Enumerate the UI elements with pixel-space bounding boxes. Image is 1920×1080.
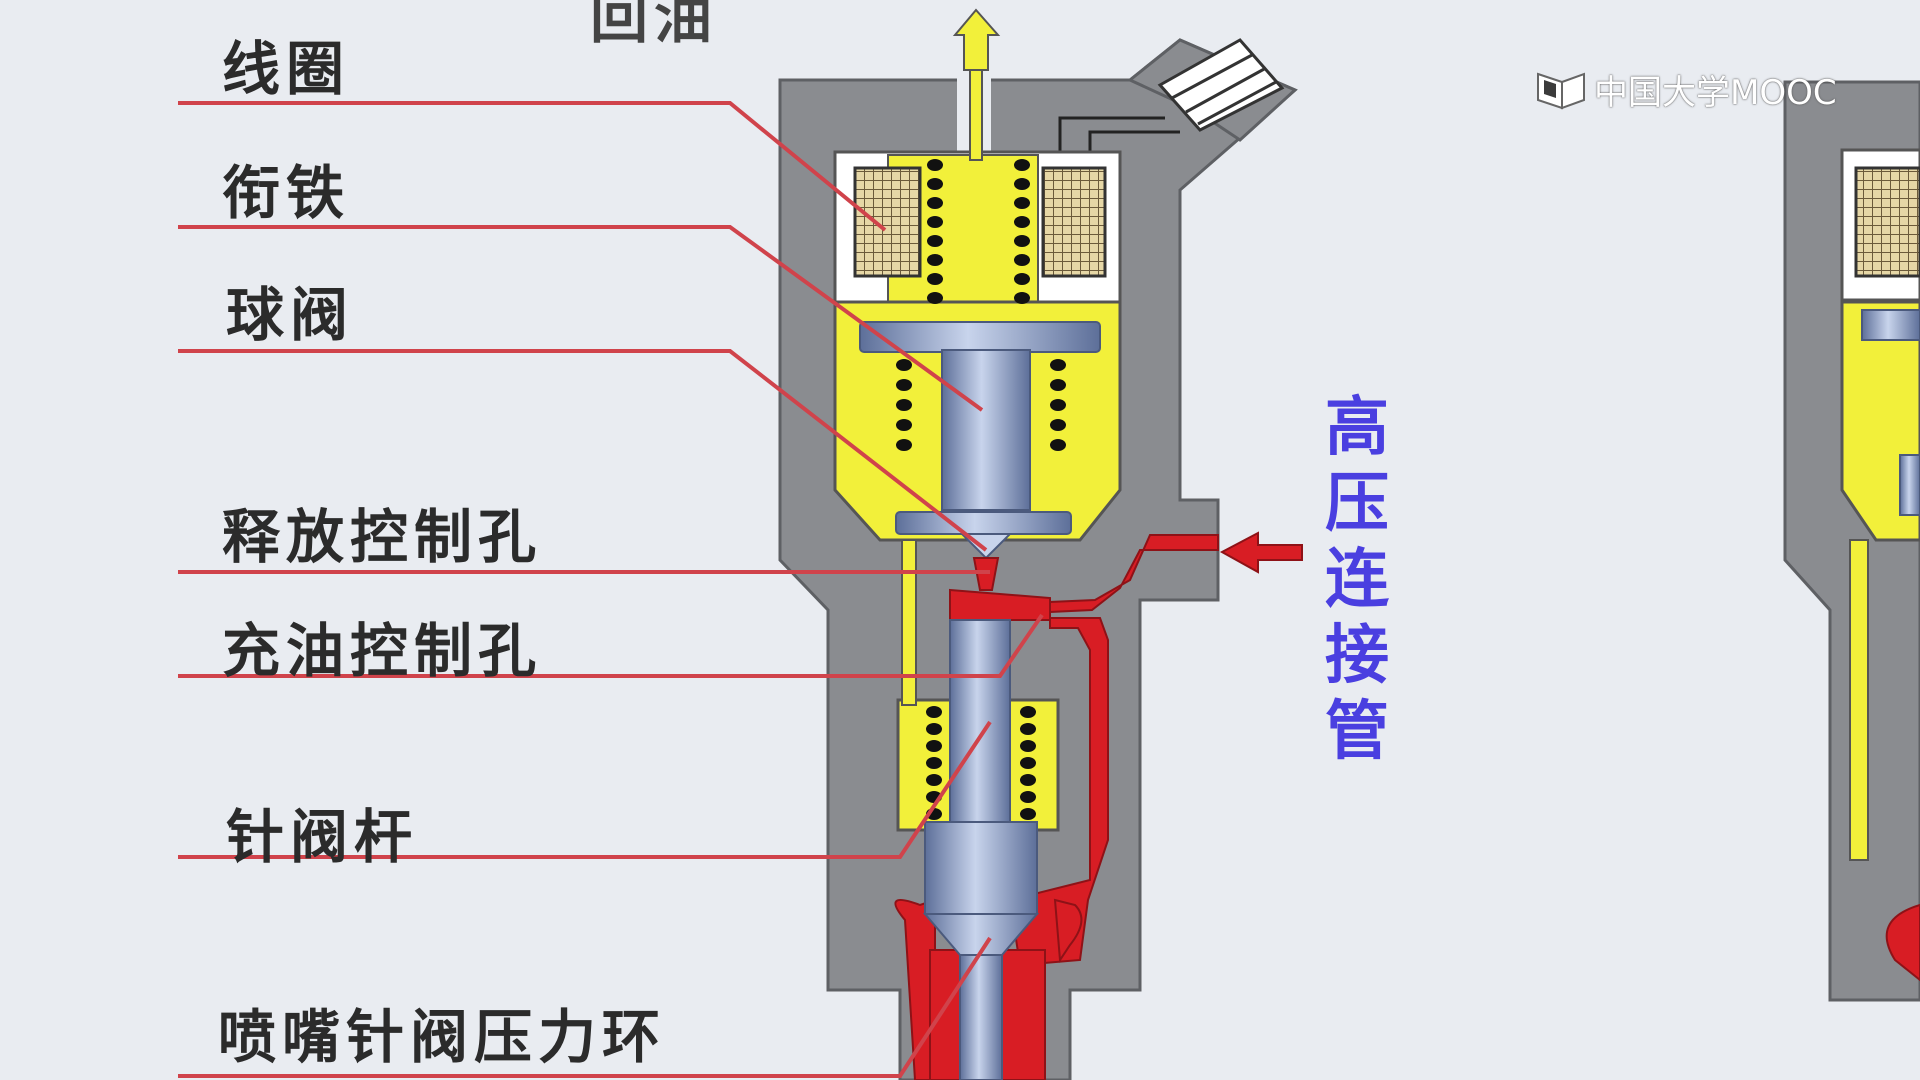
spring-dot: [1020, 723, 1036, 735]
spring-dot: [927, 178, 943, 190]
spring-dot: [926, 740, 942, 752]
leader-line: [178, 101, 887, 232]
label-ball-valve: 球阀: [226, 281, 355, 349]
needle-rod-assembly: [922, 619, 1040, 1080]
label-armature: 衔铁: [222, 159, 351, 227]
spring-dot: [1014, 216, 1030, 228]
spring-dot: [1050, 359, 1066, 371]
side-char: 压: [1325, 467, 1389, 541]
label-fill-orifice: 充油控制孔: [222, 617, 543, 685]
spring-dot: [927, 292, 943, 304]
label-needle-rod: 针阀杆: [226, 803, 419, 871]
spring-dot: [1014, 235, 1030, 247]
watermark-text: 中国大学MOOC: [1594, 72, 1837, 113]
spring-dot: [1020, 808, 1036, 820]
spring-dot: [926, 757, 942, 769]
spring-dot: [1050, 399, 1066, 411]
leader-line: [178, 720, 992, 859]
side-char: 接: [1325, 619, 1389, 693]
leader-line: [178, 225, 984, 412]
mooc-logo-icon: [1537, 72, 1585, 110]
spring-dot: [1014, 254, 1030, 266]
leader-line: [178, 936, 992, 1078]
spring-dot: [927, 235, 943, 247]
spring-dot: [1020, 757, 1036, 769]
spring-dot: [1050, 419, 1066, 431]
spring-dot: [1020, 740, 1036, 752]
second-injector-partial: [1783, 80, 1920, 1002]
high-pressure-pipe-label: 高 压 连 接 管: [1312, 390, 1402, 770]
spring-dot: [1014, 159, 1030, 171]
spring-dot: [1020, 791, 1036, 803]
spring-dot: [926, 706, 942, 718]
spring-dot: [1014, 273, 1030, 285]
spring-dot: [926, 723, 942, 735]
label-nozzle-ring: 喷嘴针阀压力环: [218, 1003, 667, 1071]
label-coil: 线圈: [222, 35, 351, 103]
spring-dot: [927, 197, 943, 209]
spring-dot: [927, 216, 943, 228]
coil-winding: [853, 166, 1107, 278]
spring-dot: [1020, 706, 1036, 718]
spring-dot: [896, 419, 912, 431]
label-release-orifice: 释放控制孔: [222, 503, 543, 571]
spring-dot: [1050, 439, 1066, 451]
side-char: 高: [1325, 391, 1389, 465]
spring-dot: [1014, 197, 1030, 209]
leader-lines: [178, 101, 1044, 1078]
spring-dot: [1020, 774, 1036, 786]
leader-line: [178, 613, 1044, 678]
spring-dot: [896, 439, 912, 451]
side-char: 连: [1325, 543, 1389, 617]
spring-dot: [927, 254, 943, 266]
leader-line: [178, 349, 988, 552]
top-cut-label: 回油: [590, 0, 719, 51]
return-arrow: [952, 8, 1001, 161]
spring-dot: [896, 359, 912, 371]
spring-dot: [896, 399, 912, 411]
spring-dot: [926, 774, 942, 786]
spring-dot: [1014, 292, 1030, 304]
spring-dot: [1014, 178, 1030, 190]
spring-dot: [927, 159, 943, 171]
mooc-watermark: 中国大学MOOC: [1536, 64, 1837, 114]
inlet-arrow: [1219, 531, 1303, 574]
spring-dot: [896, 379, 912, 391]
spring-dot: [1050, 379, 1066, 391]
side-char: 管: [1325, 695, 1389, 769]
spring-dot: [927, 273, 943, 285]
